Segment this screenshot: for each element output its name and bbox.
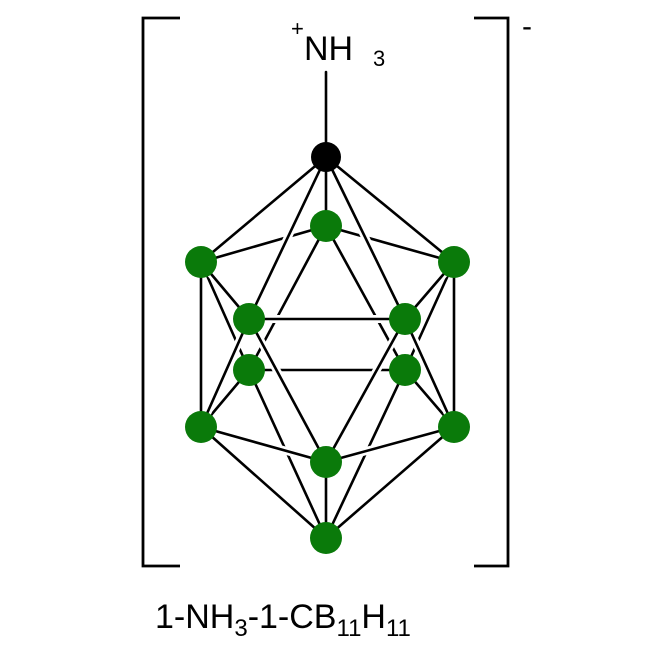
caption-subscript: 11 <box>386 615 411 642</box>
bond-C-BL <box>199 155 328 264</box>
boron-atom-MR <box>389 303 421 335</box>
bond-C-ML <box>247 155 328 321</box>
boron-atom-A <box>310 522 342 554</box>
caption-part: 1-NH <box>155 598 234 636</box>
right-bracket <box>474 16 510 568</box>
caption-subscript: 11 <box>337 615 362 642</box>
bond-LR-A <box>324 425 456 540</box>
substituent-charge: + <box>291 16 304 41</box>
left-bracket <box>141 16 180 568</box>
bond-NL-BL <box>199 260 251 372</box>
boron-atom-BR <box>438 246 470 278</box>
boron-atom-BL <box>185 246 217 278</box>
boron-atom-Bt <box>310 210 342 242</box>
atoms <box>185 142 470 554</box>
boron-atom-Bb <box>310 446 342 478</box>
boron-atom-LR <box>438 411 470 443</box>
bond-NR-BR <box>403 260 456 372</box>
substituent-subscript: 3 <box>373 46 385 71</box>
bond-C-MR <box>324 155 407 321</box>
bond-ML-LL <box>199 317 251 429</box>
boron-atom-NR <box>389 354 421 386</box>
boron-atom-NL <box>233 354 265 386</box>
caption-part: H <box>361 598 386 636</box>
bond-ML-Bb <box>247 317 328 464</box>
bond-LL-Bb <box>199 425 328 464</box>
bond-MR-LR <box>403 317 456 429</box>
bond-MR-Bb <box>324 317 407 464</box>
caption-subscript: 3 <box>234 615 247 642</box>
bond-C-BR <box>324 155 456 264</box>
overall-charge: - <box>522 10 532 43</box>
bond-LR-Bb <box>324 425 456 464</box>
carbon-atom-C <box>311 142 341 172</box>
caption-part: -1-CB <box>248 598 337 636</box>
bond-LL-A <box>199 425 328 540</box>
boron-atom-ML <box>233 303 265 335</box>
bond-Bt-BL <box>199 224 328 264</box>
substituent-formula: NH <box>304 30 353 68</box>
boron-atom-LL <box>185 411 217 443</box>
bond-Bt-BR <box>324 224 456 264</box>
compound-caption: 1-NH3-1-CB11H11 <box>155 598 411 642</box>
